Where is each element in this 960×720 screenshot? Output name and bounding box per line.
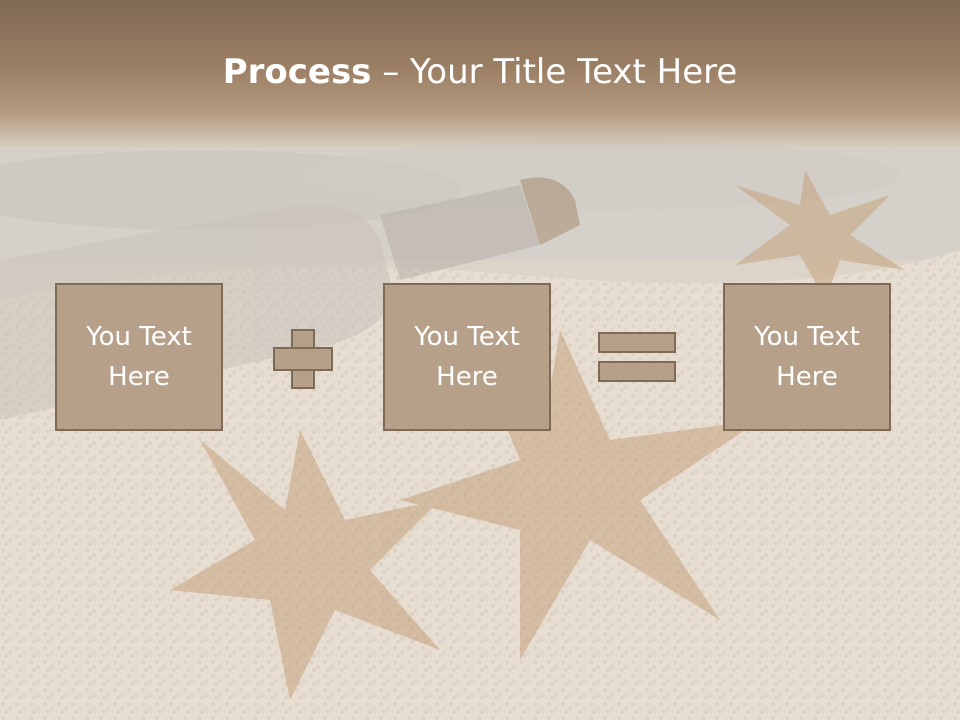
title-rest-part: – Your Title Text Here <box>371 52 738 92</box>
title-band <box>0 0 960 150</box>
process-box-3-line2: Here <box>776 362 838 392</box>
process-box-2[interactable]: You Text Here <box>383 283 551 431</box>
process-box-3-text: You Text Here <box>732 317 882 397</box>
process-box-1-text: You Text Here <box>64 317 214 397</box>
process-box-3[interactable]: You Text Here <box>723 283 891 431</box>
process-box-2-line1: You Text <box>414 322 520 352</box>
process-box-1[interactable]: You Text Here <box>55 283 223 431</box>
title-bold-part: Process <box>222 52 372 92</box>
process-box-1-line2: Here <box>108 362 170 392</box>
process-box-2-line2: Here <box>436 362 498 392</box>
process-box-3-line1: You Text <box>754 322 860 352</box>
slide-title[interactable]: Process – Your Title Text Here <box>0 52 960 92</box>
process-box-2-text: You Text Here <box>392 317 542 397</box>
process-box-1-line1: You Text <box>86 322 192 352</box>
